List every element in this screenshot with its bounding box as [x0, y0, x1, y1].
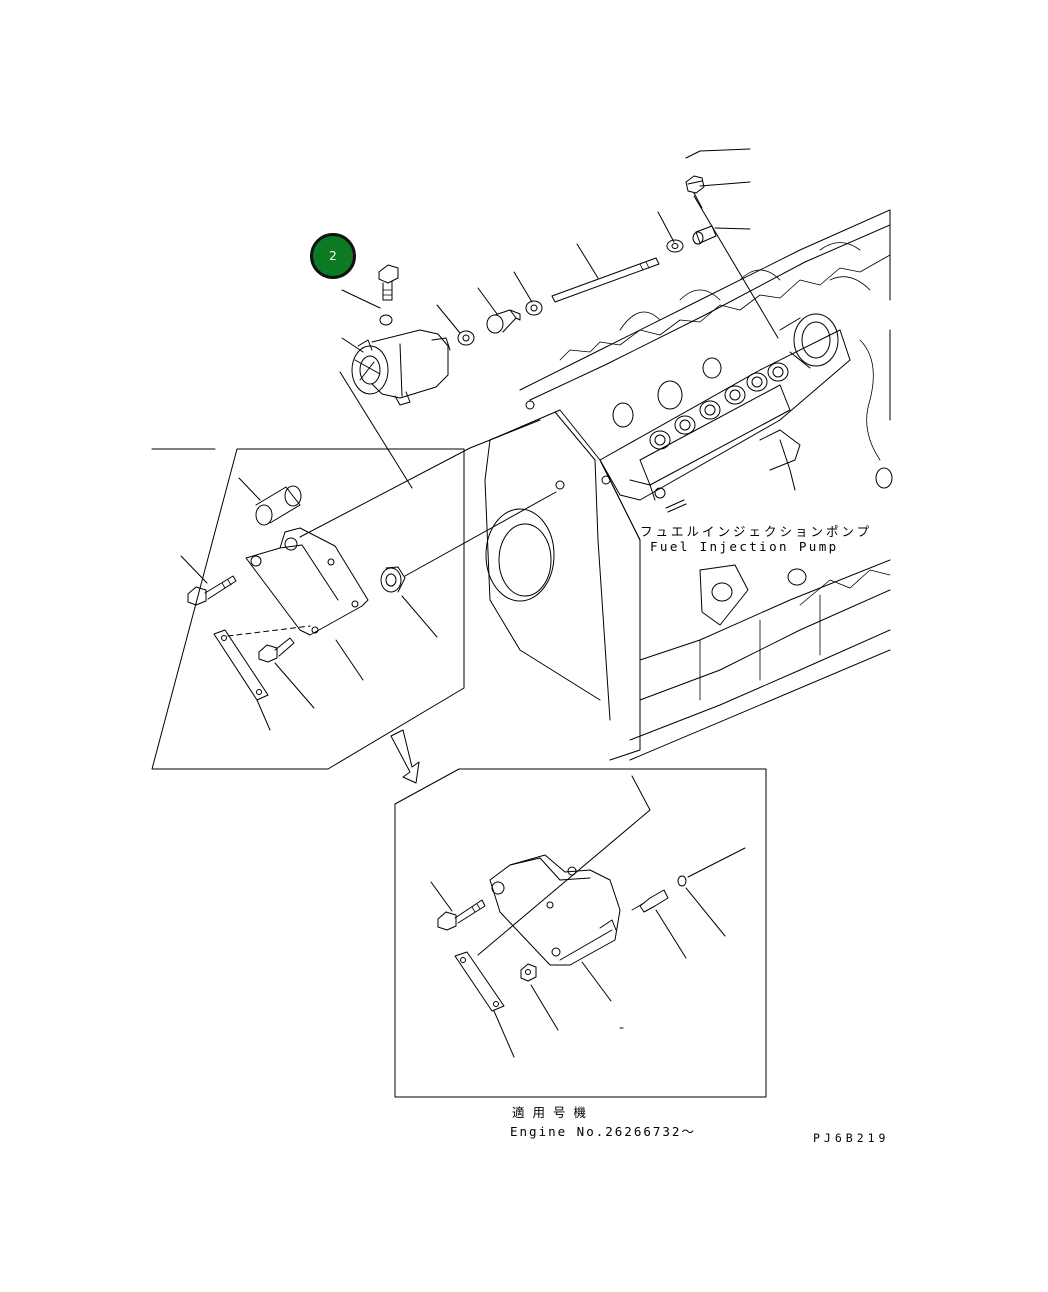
leader-line — [685, 148, 751, 159]
washer-part — [666, 239, 684, 253]
bracket-part — [227, 527, 369, 637]
leader-line — [341, 337, 364, 353]
callout-number-badge[interactable]: 2 — [310, 233, 356, 279]
new-bracket-part — [489, 854, 621, 966]
solenoid-part — [351, 329, 451, 406]
leader-line — [404, 491, 557, 577]
detail-inset-2 — [394, 768, 767, 1098]
arrow-down-icon — [390, 729, 420, 784]
hex-nut-part — [685, 175, 705, 209]
washer-part — [457, 330, 475, 346]
nut-part — [520, 963, 537, 982]
bolt-part — [258, 637, 295, 663]
leader-line — [341, 289, 381, 309]
adapter-part — [486, 309, 521, 334]
applicable-serial-label: 適用号機 — [512, 1105, 595, 1120]
leader-line — [513, 271, 533, 303]
spacer-tube-part — [255, 485, 302, 526]
leader-line — [576, 243, 599, 279]
fitting-part — [692, 225, 717, 245]
control-rod-part — [551, 257, 660, 303]
nut-part — [525, 300, 543, 316]
bolt-part — [378, 264, 399, 301]
leader-line — [299, 419, 541, 538]
strap-plate-part — [213, 629, 269, 701]
leader-line — [436, 304, 461, 334]
pump-plunger-row — [649, 362, 789, 450]
leader-line — [477, 287, 498, 315]
spacer-part — [380, 566, 406, 593]
washer-part — [379, 314, 393, 326]
leader-line — [693, 195, 779, 339]
leader-line — [699, 181, 751, 187]
washer-part — [677, 875, 687, 887]
stud-part — [631, 889, 669, 913]
drawing-id: PJ6B219 — [813, 1131, 890, 1145]
engine-serial-number: Engine No.26266732～ — [510, 1124, 696, 1139]
engine-block-outline — [484, 209, 893, 761]
injection-pump-body — [599, 313, 851, 513]
leader-line — [339, 371, 413, 489]
bolt-part — [187, 575, 237, 606]
strap-plate-part — [454, 951, 505, 1012]
pump-label-english: Fuel Injection Pump — [650, 539, 839, 554]
bolt-part — [437, 899, 486, 931]
detail-inset-1 — [151, 448, 465, 770]
leader-line — [657, 211, 675, 243]
leader-line — [714, 227, 751, 230]
pump-label-japanese: フュエルインジェクションポンプ — [640, 524, 873, 539]
